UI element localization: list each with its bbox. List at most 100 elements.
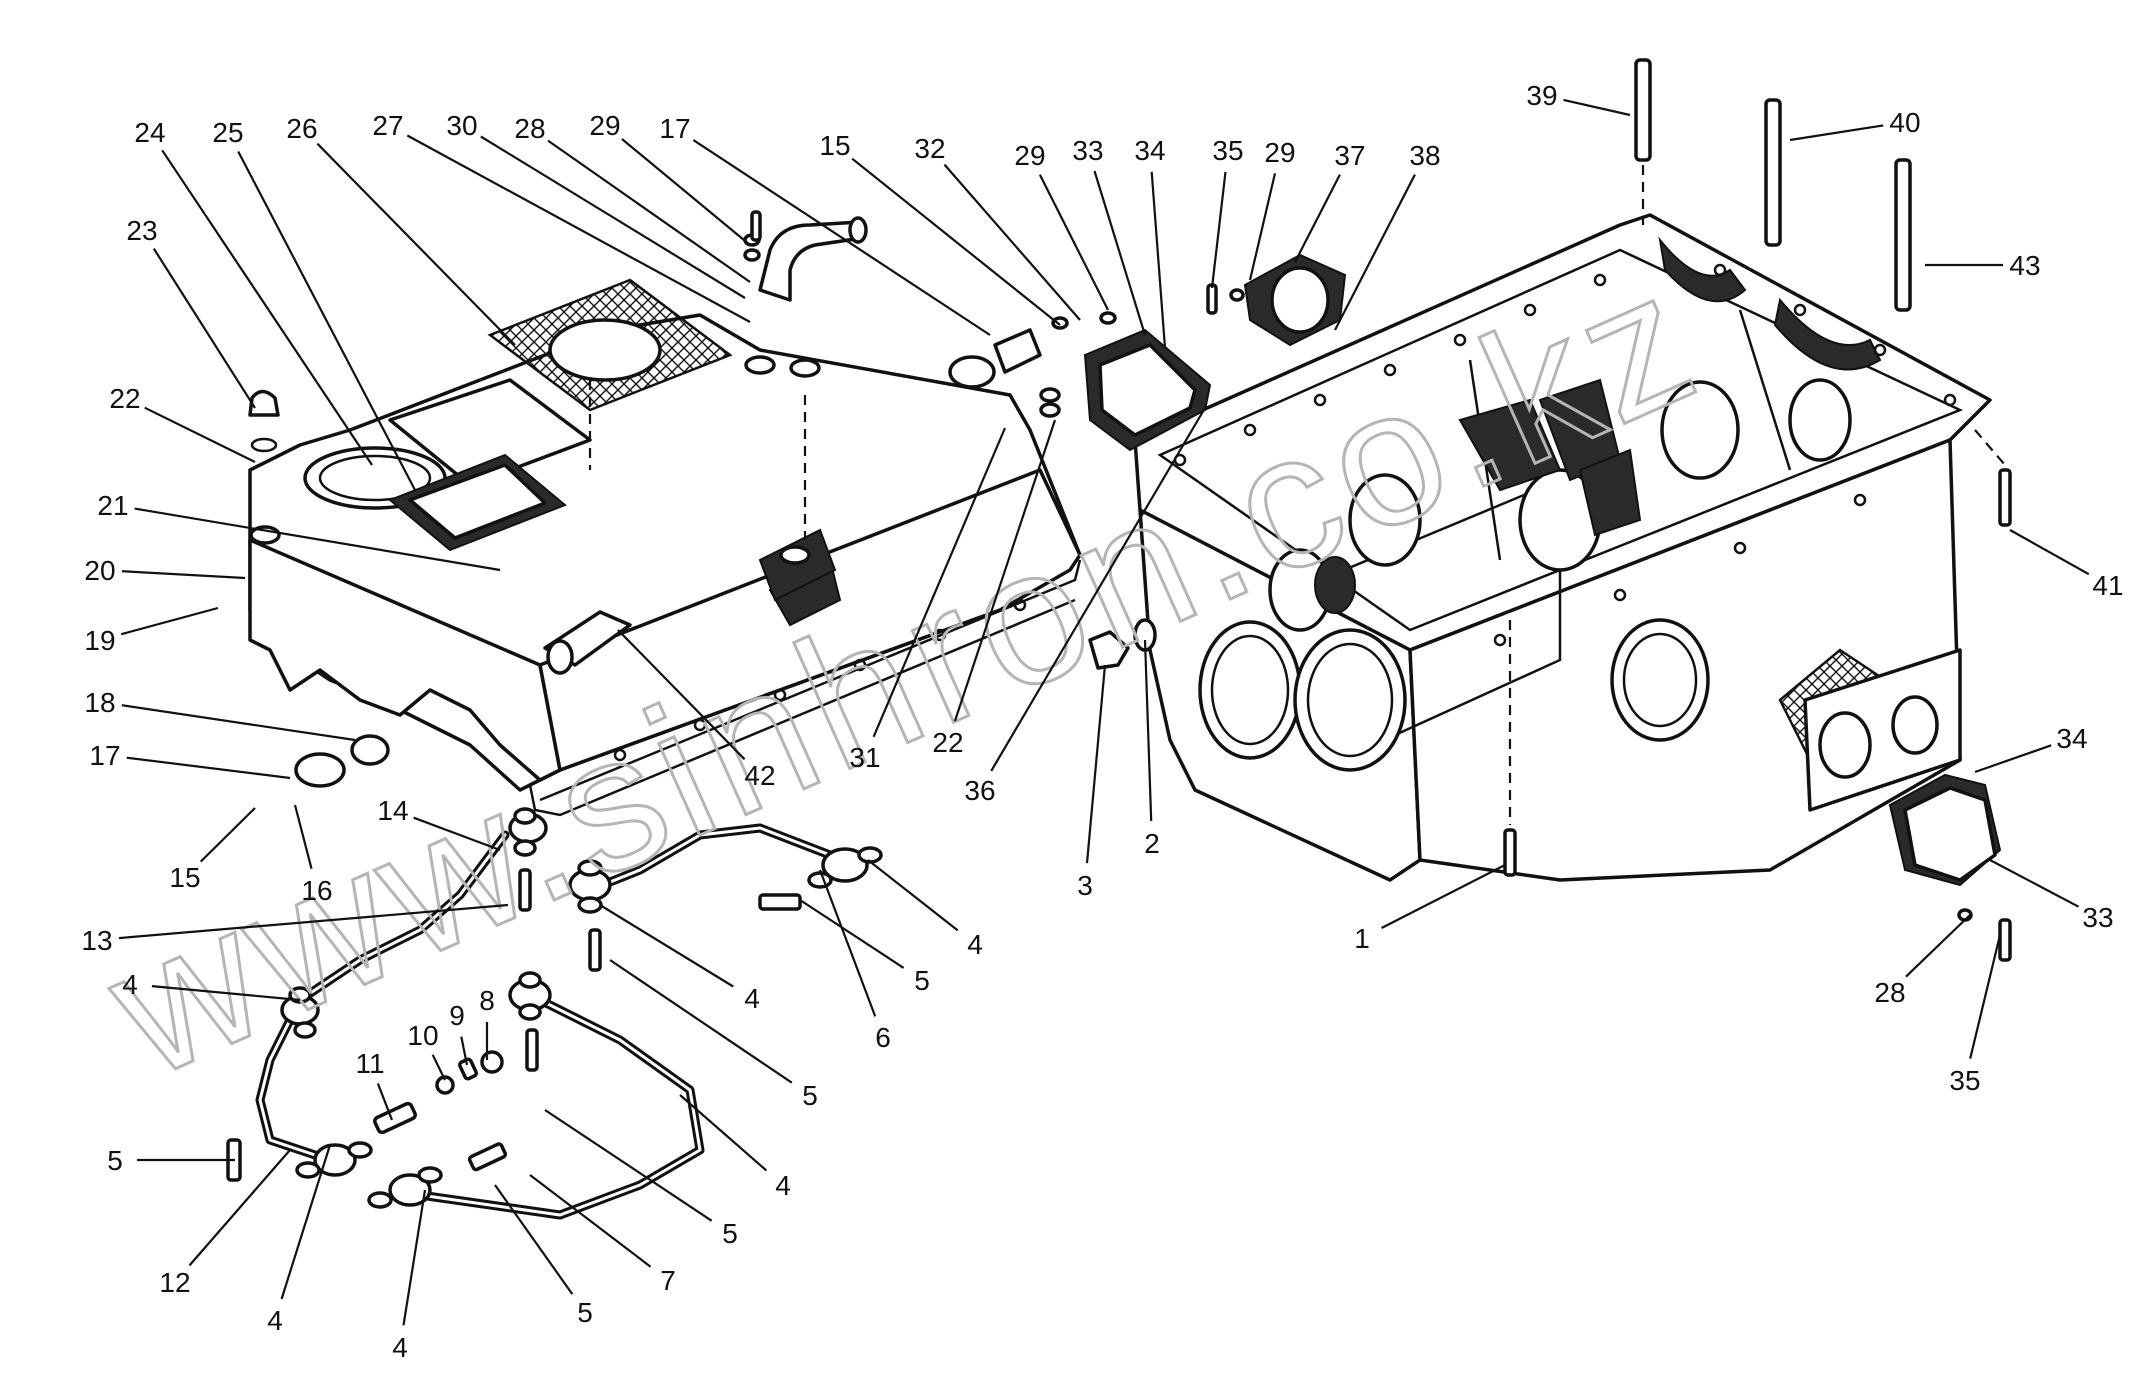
callout-c41: 41 (2009, 529, 2124, 601)
callout-number: 30 (446, 110, 477, 141)
callout-number: 11 (355, 1048, 384, 1079)
leader-line (1248, 173, 1277, 281)
leader-line (1150, 171, 1167, 349)
upper-cover-housing (248, 216, 1082, 817)
leader-line (121, 570, 246, 580)
leader-line (943, 163, 1081, 321)
callout-number: 2 (1144, 828, 1160, 859)
callout-c7: 7 (529, 1174, 676, 1296)
callout-number: 4 (775, 1170, 791, 1201)
callout-c17a: 17 (659, 113, 991, 336)
callout-number: 13 (81, 925, 112, 956)
leader-line (134, 507, 501, 572)
callout-number: 20 (84, 555, 115, 586)
oil-pipelines (226, 807, 883, 1220)
callout-number: 25 (212, 117, 243, 148)
callout-number: 24 (134, 117, 165, 148)
leader-line (188, 1149, 291, 1267)
callout-c6: 6 (818, 869, 891, 1053)
callout-number: 15 (169, 862, 200, 893)
leader-line (151, 985, 301, 1002)
callout-c16: 16 (293, 804, 333, 906)
leader-line (121, 704, 356, 742)
leader-line (547, 139, 751, 283)
callout-c28b: 28 (1874, 914, 1971, 1008)
leader-line (280, 1144, 332, 1300)
callout-number: 14 (377, 795, 408, 826)
callout-c8: 8 (479, 985, 495, 1060)
callout-number: 12 (159, 1267, 190, 1298)
callout-c5e: 5 (494, 1184, 593, 1328)
callout-c15a: 15 (819, 130, 1061, 326)
leader-line (293, 804, 313, 869)
callout-c29b: 29 (1014, 140, 1109, 311)
leader-line (1969, 934, 2002, 1059)
callout-number: 38 (1409, 140, 1440, 171)
leader-line (609, 959, 793, 1084)
leader-line (1789, 124, 1884, 142)
leader-line (431, 1054, 446, 1081)
leader-line (1989, 859, 2080, 908)
callout-c2: 2 (1143, 639, 1160, 859)
callout-number: 17 (659, 113, 690, 144)
callout-number: 7 (660, 1265, 676, 1296)
callout-c3: 3 (1077, 664, 1107, 901)
leader-line (144, 406, 256, 463)
main-gearbox-housing (1133, 213, 1992, 882)
flange-bolt-holes (613, 598, 1027, 762)
callout-number: 35 (1212, 135, 1243, 166)
callout-c29c: 29 (1248, 137, 1296, 281)
callout-number: 40 (1889, 107, 1920, 138)
callout-c20: 20 (84, 555, 246, 586)
leader-line (1381, 864, 1506, 929)
callout-c37: 37 (1294, 140, 1366, 263)
callout-c30: 30 (446, 110, 746, 299)
leader-line (126, 756, 291, 780)
callout-c22b: 22 (932, 419, 1057, 758)
leader-line (679, 1094, 768, 1172)
callout-c34a: 34 (1134, 135, 1167, 349)
leader-line (818, 869, 877, 1017)
callout-c28a: 28 (514, 113, 751, 283)
leader-line (237, 150, 416, 491)
callout-c18: 18 (84, 687, 356, 742)
callout-number: 29 (1264, 137, 1295, 168)
leader-line (120, 606, 219, 636)
callout-c4a: 4 (867, 859, 983, 960)
callout-number: 18 (84, 687, 115, 718)
callout-number: 36 (964, 775, 995, 806)
callout-number: 28 (514, 113, 545, 144)
leader-line (867, 859, 959, 932)
callout-c42: 42 (617, 629, 776, 791)
callout-c34b: 34 (1974, 723, 2088, 774)
callout-c5a: 5 (799, 899, 930, 996)
callout-number: 5 (914, 965, 930, 996)
callout-c33b: 33 (1989, 859, 2114, 933)
callout-number: 4 (267, 1305, 283, 1336)
leader-line (799, 899, 905, 969)
callout-number: 4 (744, 983, 760, 1014)
callout-c31: 31 (849, 427, 1007, 773)
callout-c29a: 29 (589, 110, 751, 246)
callout-number: 5 (577, 1297, 593, 1328)
callout-c36: 36 (964, 407, 1206, 806)
callout-number: 21 (97, 490, 128, 521)
callout-number: 28 (1874, 977, 1905, 1008)
leader-line (872, 427, 1007, 738)
leader-line (851, 157, 1061, 326)
callout-c40: 40 (1789, 107, 1921, 142)
callout-number: 33 (2082, 902, 2113, 933)
callout-c22a: 22 (109, 383, 256, 463)
callout-number: 16 (301, 875, 332, 906)
leader-line (1334, 174, 1416, 331)
callout-number: 1 (1354, 923, 1370, 954)
callout-c12: 12 (159, 1149, 291, 1298)
callout-c27: 27 (372, 110, 751, 323)
leader-line (1563, 98, 1631, 117)
leader-line (376, 1083, 394, 1121)
callout-number: 34 (1134, 135, 1165, 166)
callout-c1: 1 (1354, 864, 1506, 954)
callout-c5c: 5 (107, 1145, 235, 1176)
callout-c23: 23 (126, 215, 256, 409)
bolts (588, 210, 2012, 962)
